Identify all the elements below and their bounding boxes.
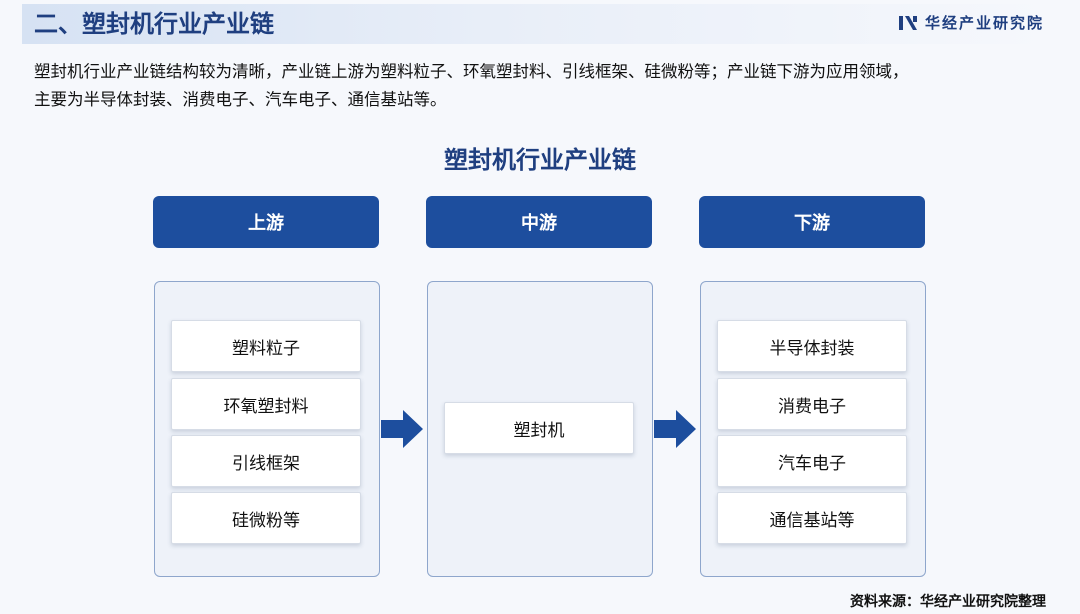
section-title: 二、塑封机行业产业链 <box>34 10 274 38</box>
downstream-panel: 半导体封装 消费电子 汽车电子 通信基站等 <box>700 281 926 577</box>
source-note: 资料来源：华经产业研究院整理 <box>850 594 1046 610</box>
upstream-item: 环氧塑封料 <box>171 378 361 430</box>
flow-arrow-icon <box>381 410 423 448</box>
upstream-header: 上游 <box>153 196 379 248</box>
intro-line: 主要为半导体封装、消费电子、汽车电子、通信基站等。 <box>34 90 447 109</box>
upstream-item: 引线框架 <box>171 435 361 487</box>
downstream-item: 半导体封装 <box>717 320 907 372</box>
brand-name: 华经产业研究院 <box>924 14 1044 32</box>
upstream-item: 硅微粉等 <box>171 492 361 544</box>
flow-arrow-icon <box>654 410 696 448</box>
downstream-item: 通信基站等 <box>717 492 907 544</box>
upstream-panel: 塑料粒子 环氧塑封料 引线框架 硅微粉等 <box>154 281 380 577</box>
downstream-item: 汽车电子 <box>717 435 907 487</box>
downstream-item: 消费电子 <box>717 378 907 430</box>
section-header-bar <box>22 4 1054 44</box>
upstream-item: 塑料粒子 <box>171 320 361 372</box>
intro-line: 塑封机行业产业链结构较为清晰，产业链上游为塑料粒子、环氧塑封料、引线框架、硅微粉… <box>34 62 909 81</box>
downstream-header: 下游 <box>699 196 925 248</box>
diagram-title: 塑封机行业产业链 <box>444 146 636 174</box>
intro-paragraph: 塑封机行业产业链结构较为清晰，产业链上游为塑料粒子、环氧塑封料、引线框架、硅微粉… <box>34 58 1064 114</box>
brand: 华经产业研究院 <box>898 12 1044 33</box>
midstream-panel: 塑封机 <box>427 281 653 577</box>
midstream-item: 塑封机 <box>444 402 634 454</box>
midstream-header: 中游 <box>426 196 652 248</box>
brand-logo-icon <box>898 15 917 30</box>
